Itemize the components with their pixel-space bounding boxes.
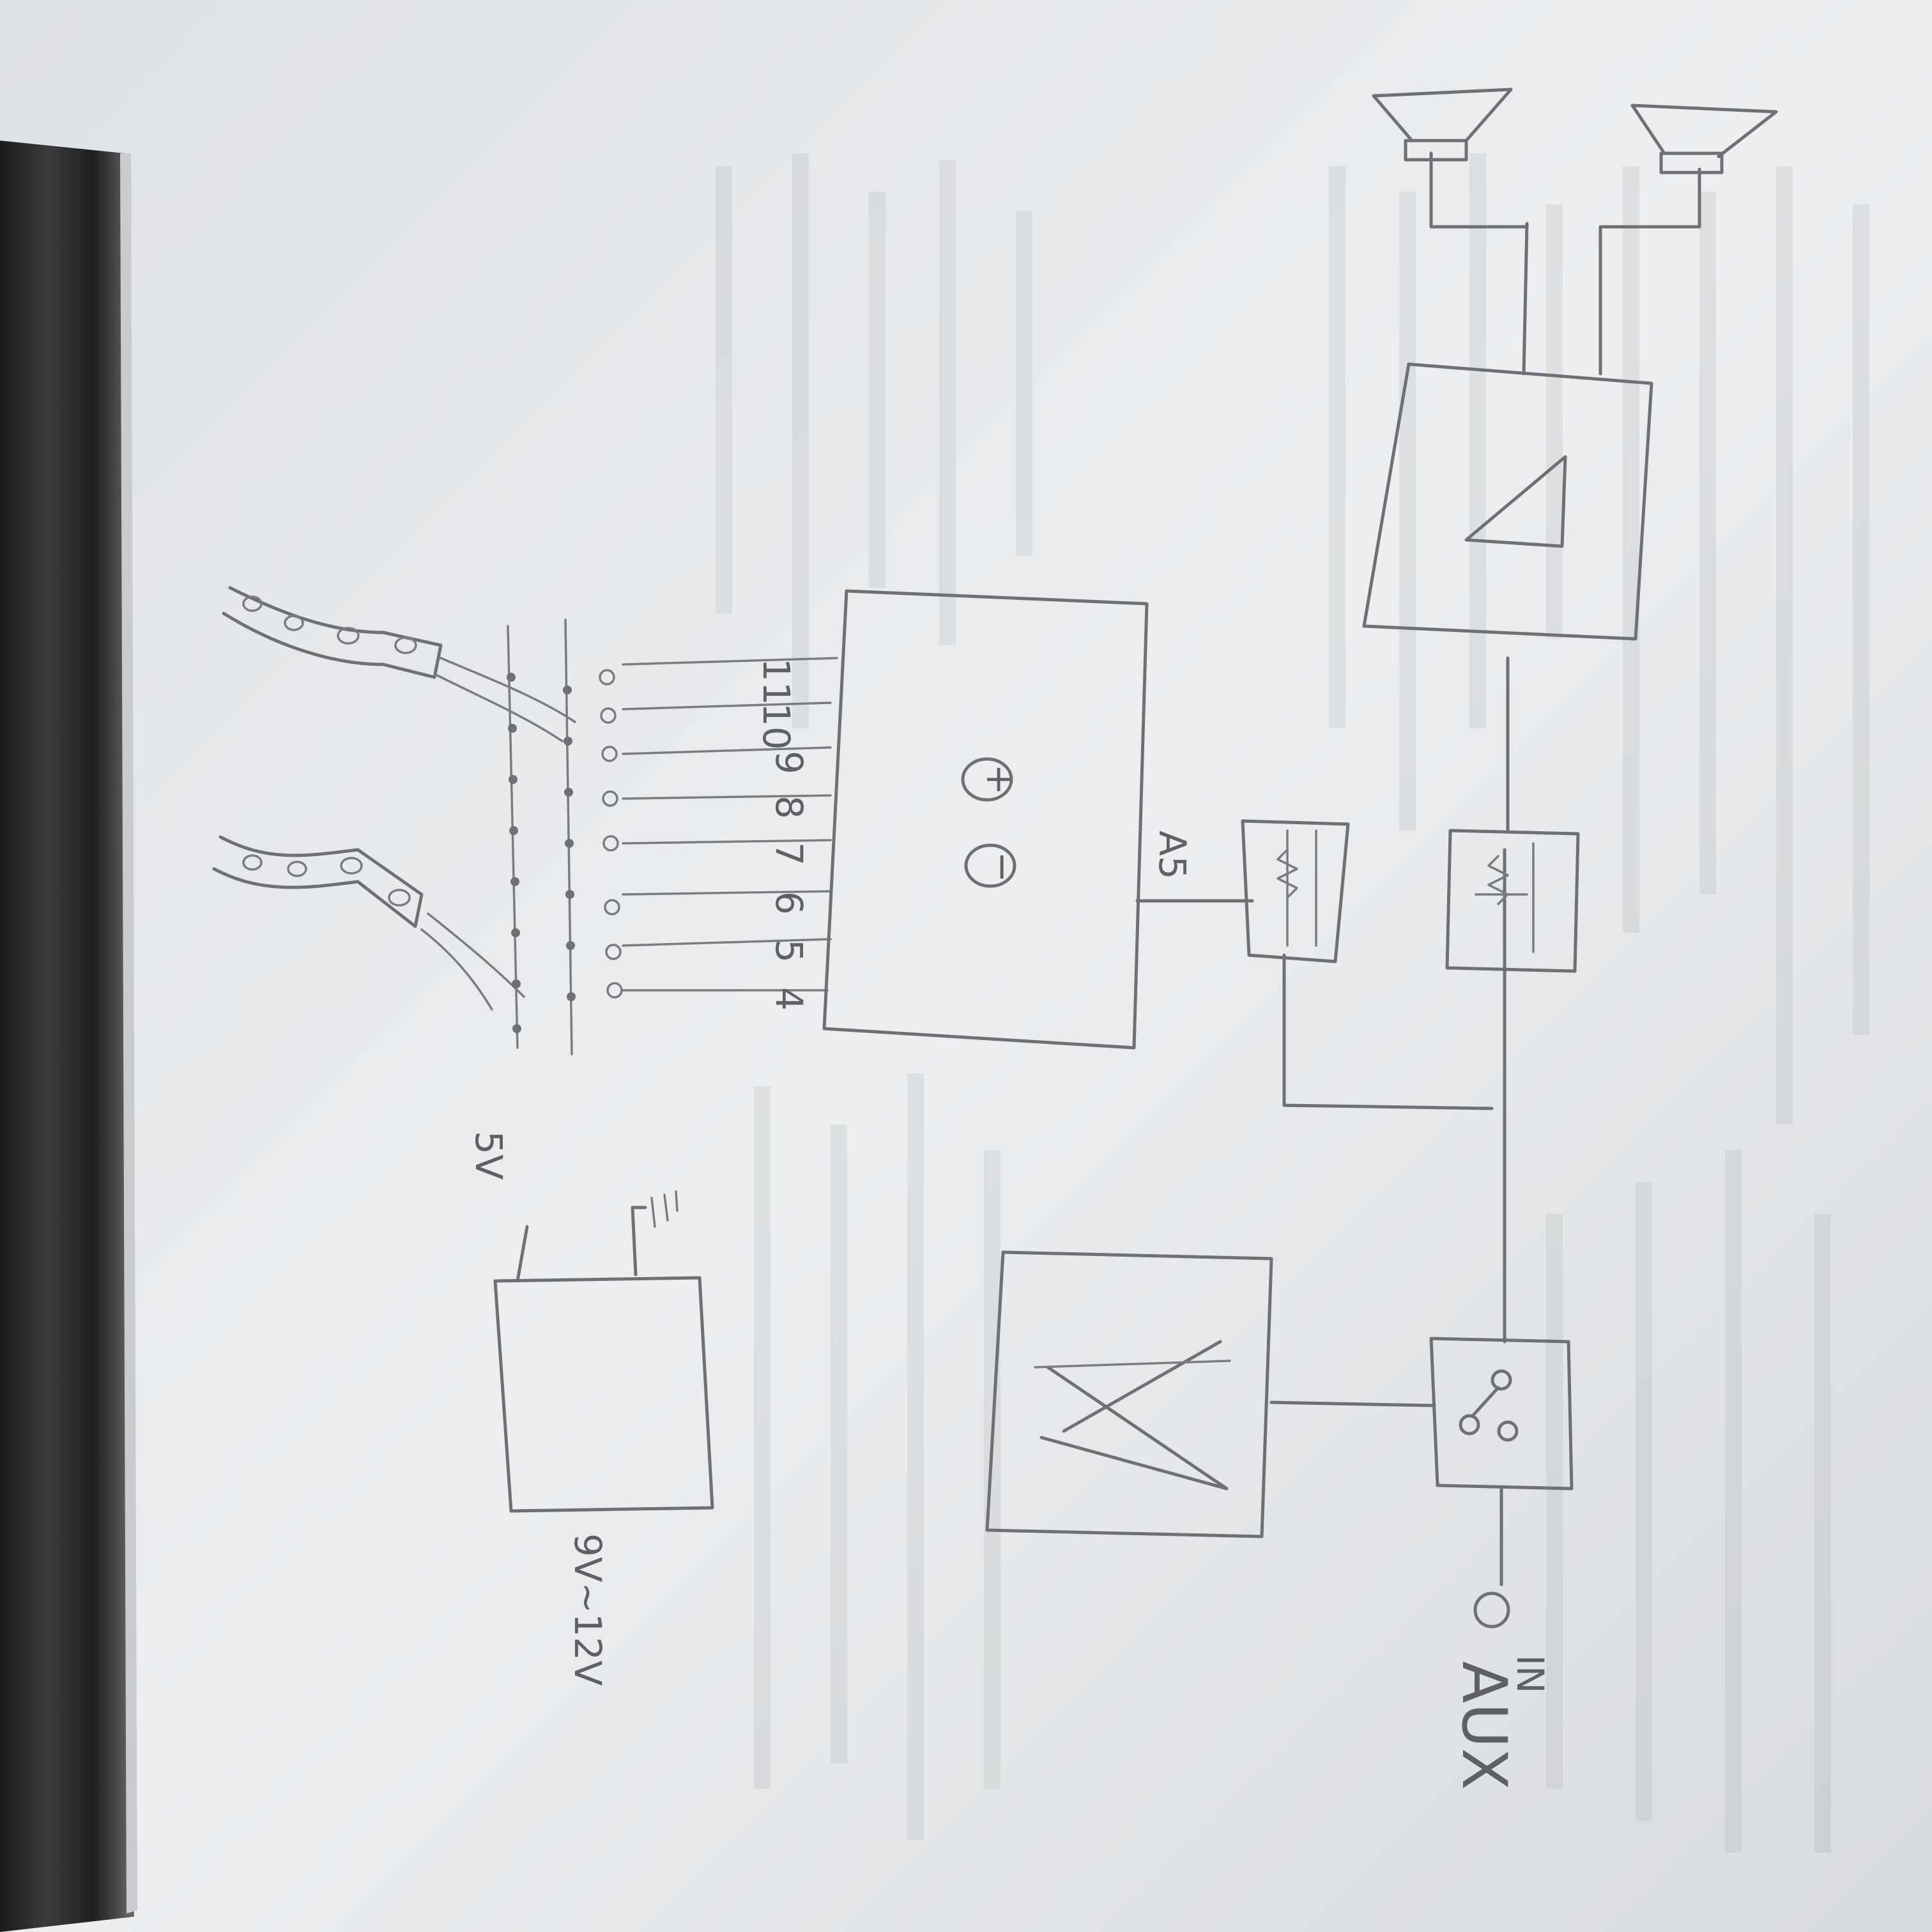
input-selector-switch xyxy=(1429,1337,1574,1491)
pin-number-labels: 4 5 6 7 8 9 10 11 xyxy=(755,658,811,1011)
infinity-symbol: + − xyxy=(961,757,1025,888)
power-supply-block xyxy=(493,1190,714,1513)
bluetooth-module xyxy=(985,1250,1273,1538)
aux-input-label: AUX xyxy=(1448,1661,1520,1790)
speaker-left xyxy=(1372,88,1513,162)
speaker-icon xyxy=(1372,88,1513,162)
switch-icon xyxy=(1459,1369,1519,1442)
aux-input-sub-label: IN xyxy=(1508,1655,1552,1694)
binder-spine xyxy=(0,141,134,1932)
pin-label-4: 4 xyxy=(767,987,811,1011)
amplifier-triangle-icon xyxy=(1464,455,1567,548)
pin-label-9: 9 xyxy=(767,751,811,774)
bluetooth-icon xyxy=(1034,1340,1231,1491)
volume-control xyxy=(1445,829,1580,973)
supply-voltage-label: 9V~12V xyxy=(566,1533,610,1686)
ic-pin-wires xyxy=(622,657,838,992)
ic-chip-block: + − xyxy=(822,589,1149,1050)
speaker-right xyxy=(1630,103,1778,174)
binder-edge xyxy=(120,153,137,1913)
potentiometer-icon xyxy=(1241,819,1350,963)
aux-input-jack xyxy=(1473,1591,1510,1629)
svg-text:−: − xyxy=(981,852,1025,883)
pin-label-10: 10 xyxy=(755,703,798,750)
power-amplifier-block xyxy=(1362,362,1653,641)
pin-label-6: 6 xyxy=(767,891,811,915)
ghost-text xyxy=(716,153,1869,1853)
pin-label-8: 8 xyxy=(767,795,811,819)
speaker-icon xyxy=(1630,103,1778,174)
regulated-output-label: 5V xyxy=(467,1131,510,1180)
pin-label-5: 5 xyxy=(767,939,811,963)
svg-text:+: + xyxy=(978,764,1022,795)
pot-label-a5: A5 xyxy=(1151,831,1194,880)
terminal-strip xyxy=(507,618,623,1055)
pin-label-11: 11 xyxy=(755,658,798,705)
pin-label-7: 7 xyxy=(767,842,811,866)
